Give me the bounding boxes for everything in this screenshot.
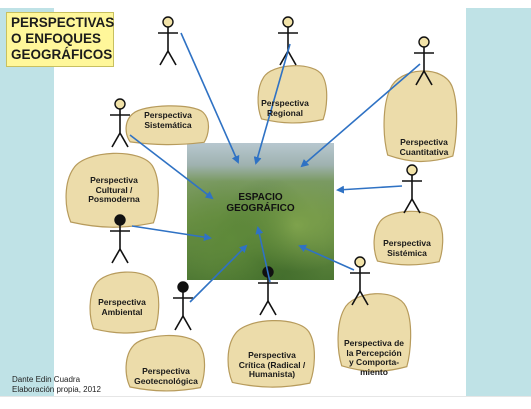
center-label: ESPACIO GEOGRÁFICO: [226, 192, 295, 214]
hill-critica: [227, 320, 315, 388]
person-sistematica: [158, 16, 178, 66]
hill-cultural: [65, 152, 159, 228]
person-sistemica: [402, 164, 422, 214]
label-regional: Perspectiva Regional: [261, 98, 309, 118]
arrow-cultural: [129, 134, 214, 200]
bottom-band: [0, 396, 531, 409]
right-side-band: [466, 8, 531, 396]
arrow-ambiental: [131, 225, 212, 242]
hill-sistematica: [125, 105, 210, 146]
arrow-geotecnologica: [189, 244, 248, 303]
label-critica: Perspectiva Crítica (Radical / Humanista…: [238, 350, 306, 379]
label-percepcion: Perspectiva de la Percepción y Comporta-…: [343, 338, 404, 377]
landscape-photo: [187, 143, 334, 280]
label-sistemica: Perspectiva Sistémica: [383, 238, 431, 258]
arrow-sistematica: [180, 32, 240, 164]
person-regional: [278, 16, 298, 66]
person-cuantitativa: [414, 36, 434, 86]
person-percepcion: [350, 256, 370, 306]
arrow-percepcion: [298, 244, 355, 271]
hill-cuantitativa: [383, 70, 458, 163]
person-ambiental: [110, 214, 130, 264]
hill-percepcion: [337, 293, 412, 372]
arrow-sistemica: [336, 185, 403, 194]
arrow-regional: [253, 43, 291, 165]
credit-note: Dante Edin Cuadra Elaboración propia, 20…: [12, 375, 101, 394]
hill-regional: [257, 65, 328, 124]
label-ambiental: Perspectiva Ambiental: [98, 297, 146, 317]
label-geotecnologica: Perspectiva Geotecnológica: [134, 366, 198, 386]
person-cultural: [110, 98, 130, 148]
arrow-cuantitativa: [300, 63, 421, 168]
arrow-critica: [255, 226, 271, 283]
person-geotecnologica: [173, 281, 193, 331]
label-cuantitativa: Perspectiva Cuantitativa: [399, 137, 449, 157]
left-side-band: [0, 8, 54, 396]
hill-geotecnologica: [125, 334, 206, 392]
slide-title: PERSPECTIVAS O ENFOQUES GEOGRÁFICOS: [6, 12, 114, 67]
hill-ambiental: [89, 271, 160, 334]
label-cultural: Perspectiva Cultural / Posmoderna: [88, 175, 140, 204]
label-sistematica: Perspectiva Sistemática: [144, 110, 192, 130]
